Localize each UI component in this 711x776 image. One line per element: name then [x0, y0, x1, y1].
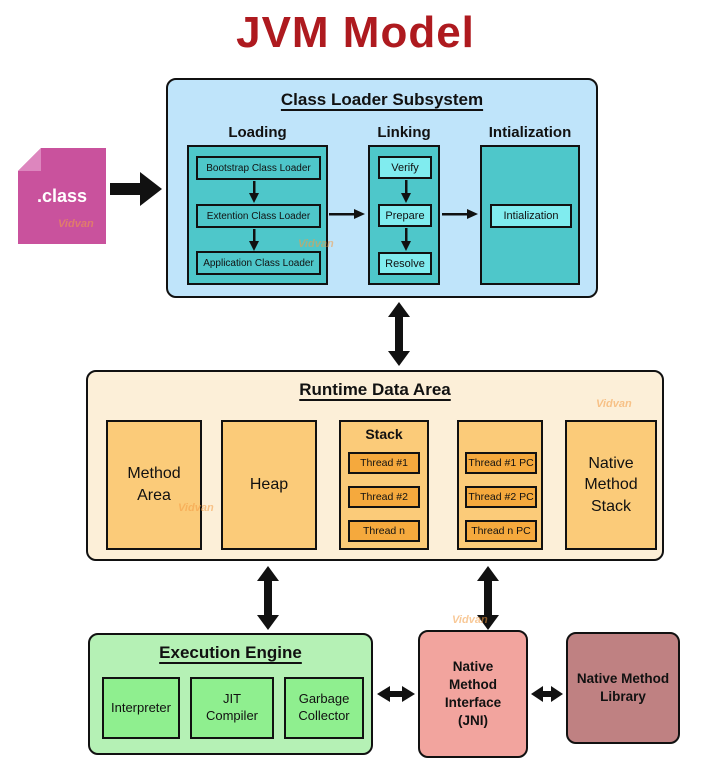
pc-thread-1: Thread #1 PC	[465, 452, 537, 474]
execution-engine-panel: Execution Engine Interpreter JIT Compile…	[88, 633, 373, 755]
verify-box: Verify	[378, 156, 432, 179]
horizontal-double-arrow-icon	[531, 684, 563, 704]
right-arrow-icon	[329, 208, 365, 220]
down-arrow-icon	[248, 181, 260, 203]
resolve-box: Resolve	[378, 252, 432, 275]
page-title: JVM Model	[236, 8, 475, 57]
linking-label: Linking	[377, 124, 431, 141]
vertical-double-arrow-icon	[257, 566, 279, 630]
runtime-data-area-title: Runtime Data Area	[299, 380, 451, 399]
bootstrap-class-loader-box: Bootstrap Class Loader	[196, 156, 321, 180]
document-icon	[18, 148, 106, 244]
loading-label: Loading	[228, 124, 287, 141]
jit-compiler-box: JIT Compiler	[190, 677, 274, 739]
application-class-loader-box: Application Class Loader	[196, 251, 321, 275]
pc-registers-box: Thread #1 PC Thread #2 PC Thread n PC	[457, 420, 543, 550]
initialization-panel: Intialization	[480, 145, 580, 285]
native-method-library-box: Native Method Library	[566, 632, 680, 744]
stack-thread-2: Thread #2	[348, 486, 420, 508]
horizontal-double-arrow-icon	[377, 684, 415, 704]
pc-thread-2: Thread #2 PC	[465, 486, 537, 508]
pc-thread-n: Thread n PC	[465, 520, 537, 542]
runtime-data-area-panel: Runtime Data Area Method Area Heap Stack…	[86, 370, 664, 561]
execution-engine-title: Execution Engine	[159, 643, 302, 662]
down-arrow-icon	[400, 180, 412, 203]
vertical-double-arrow-icon	[388, 302, 410, 366]
linking-panel: Verify Prepare Resolve	[368, 145, 440, 285]
stack-thread-1: Thread #1	[348, 452, 420, 474]
class-file-icon: .class	[18, 148, 106, 244]
native-method-stack-box: Native Method Stack	[565, 420, 657, 550]
extension-class-loader-box: Extention Class Loader	[196, 204, 321, 228]
garbage-collector-box: Garbage Collector	[284, 677, 364, 739]
right-arrow-icon	[442, 208, 478, 220]
initialization-box: Intialization	[490, 204, 572, 228]
native-method-interface-box: Native Method Interface (JNI)	[418, 630, 528, 758]
heap-box: Heap	[221, 420, 317, 550]
vertical-double-arrow-icon	[477, 566, 499, 630]
down-arrow-icon	[400, 228, 412, 251]
class-file-label: .class	[36, 186, 88, 206]
stack-box: Stack Thread #1 Thread #2 Thread n	[339, 420, 429, 550]
loading-panel: Bootstrap Class Loader Extention Class L…	[187, 145, 328, 285]
initialization-label: Intialization	[488, 124, 572, 141]
down-arrow-icon	[248, 229, 260, 251]
stack-thread-n: Thread n	[348, 520, 420, 542]
class-loader-subsystem-panel: Class Loader Subsystem Loading Linking I…	[166, 78, 598, 298]
prepare-box: Prepare	[378, 204, 432, 227]
stack-title: Stack	[365, 426, 403, 442]
class-loader-subsystem-title: Class Loader Subsystem	[280, 90, 484, 109]
method-area-box: Method Area	[106, 420, 202, 550]
interpreter-box: Interpreter	[102, 677, 180, 739]
right-arrow-icon	[110, 172, 162, 206]
